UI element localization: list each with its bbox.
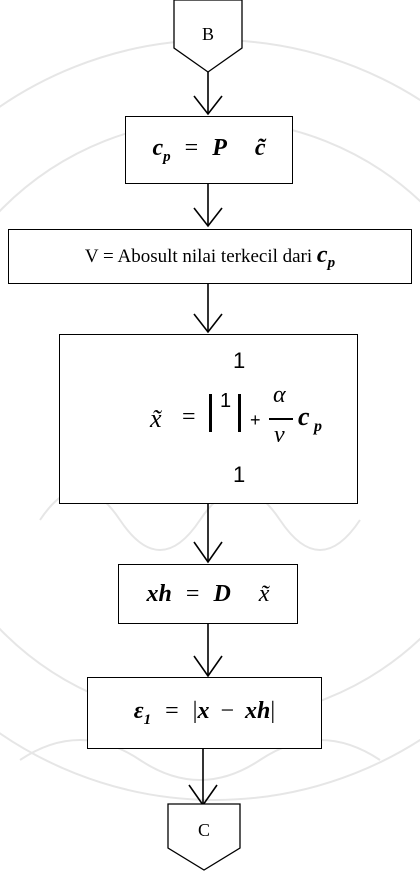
process-box-epsilon: ε1 = |x − xh| [87,677,322,749]
cp-var: c [298,402,310,431]
connector-b-shape: B [173,0,243,73]
connector-c-label: C [198,820,210,840]
arrow-2 [193,184,223,228]
arrow-4 [193,504,223,564]
frac-line [269,418,293,420]
process-box-cp: cp = P c̃ [125,116,293,184]
vector-mid: 1 [220,390,232,412]
connector-c-shape: C [167,803,241,871]
arrow-5 [193,624,223,678]
process-box-xh: xh = D x̃ [118,564,298,624]
plus-sign: + [250,410,261,430]
text-v: V = Abosult nilai terkecil dari cp [84,241,336,271]
process-box-xtilde: 1 x̃ = 1 + α v c p 1 [59,334,358,504]
formula-epsilon: ε1 = |x − xh| [133,697,276,728]
vector-bottom: 1 [233,462,246,487]
vector-left-bar [209,394,212,432]
arrow-6 [188,749,218,807]
process-box-v: V = Abosult nilai terkecil dari cp [8,229,412,284]
connector-b-label: B [202,24,214,44]
frac-num: α [273,382,286,408]
arrow-3 [193,284,223,334]
vector-right-bar [238,394,241,432]
formula-cp: cp = P c̃ [152,134,266,165]
frac-den: v [274,422,285,448]
arrow-1 [193,72,223,116]
formula-xh: xh = D x̃ [146,580,270,607]
cp-sub: p [314,418,322,435]
formula-xtilde: 1 x̃ = 1 + α v c p 1 [60,334,357,504]
equals-sign: = [182,404,196,430]
xtilde-lhs: x̃ [150,404,162,433]
vector-top: 1 [233,348,246,373]
